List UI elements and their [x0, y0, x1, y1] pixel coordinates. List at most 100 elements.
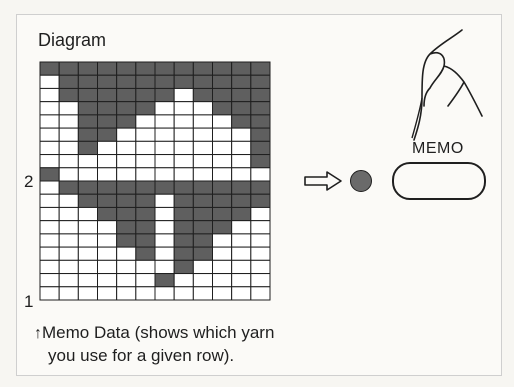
grid-cell-filled — [39, 167, 60, 182]
grid-cell-filled — [231, 61, 252, 76]
grid-cell-filled — [116, 220, 137, 235]
grid-cell-empty — [250, 273, 271, 288]
grid-cell-empty — [39, 140, 60, 156]
grid-cell-filled — [212, 61, 233, 76]
memo-indicator-lamp — [350, 170, 372, 192]
grid-cell-empty — [58, 140, 79, 156]
grid-cell-filled — [192, 233, 213, 248]
grid-cell-empty — [116, 259, 137, 275]
grid-cell-empty — [58, 220, 79, 235]
grid-cell-filled — [192, 74, 213, 89]
grid-cell-empty — [250, 206, 271, 222]
grid-cell-empty — [212, 154, 233, 169]
grid-cell-filled — [250, 154, 271, 169]
grid-cell-empty — [154, 101, 175, 116]
grid-cell-empty — [77, 273, 98, 288]
grid-cell-empty — [231, 259, 252, 275]
grid-cell-empty — [58, 233, 79, 248]
grid-cell-empty — [212, 140, 233, 156]
grid-cell-empty — [212, 273, 233, 288]
grid-cell-empty — [58, 154, 79, 169]
grid-cell-empty — [173, 87, 194, 103]
grid-cell-filled — [231, 180, 252, 195]
grid-cell-empty — [77, 246, 98, 261]
grid-cell-filled — [250, 74, 271, 89]
grid-cell-empty — [250, 246, 271, 261]
grid-cell-filled — [250, 140, 271, 156]
grid-cell-filled — [97, 87, 118, 103]
grid-cell-filled — [212, 220, 233, 235]
row-label-2: 2 — [24, 172, 34, 191]
grid-cell-empty — [97, 167, 118, 182]
grid-cell-empty — [192, 167, 213, 182]
grid-cell-filled — [250, 114, 271, 129]
grid-cell-empty — [154, 286, 175, 301]
grid-cell-empty — [39, 180, 60, 195]
grid-cell-filled — [77, 127, 98, 142]
grid-cell-filled — [116, 74, 137, 89]
grid-cell-filled — [192, 220, 213, 235]
grid-cell-empty — [231, 220, 252, 235]
grid-cell-empty — [39, 246, 60, 261]
grid-cell-empty — [135, 140, 156, 156]
grid-cell-filled — [173, 259, 194, 275]
grid-cell-filled — [154, 74, 175, 89]
grid-cell-filled — [231, 101, 252, 116]
grid-cell-empty — [39, 286, 60, 301]
grid-cell-empty — [58, 286, 79, 301]
grid-cell-filled — [116, 180, 137, 195]
grid-cell-filled — [135, 206, 156, 222]
right-arrow-icon — [304, 171, 342, 191]
grid-cell-filled — [77, 101, 98, 116]
grid-cell-empty — [135, 259, 156, 275]
grid-cell-empty — [77, 154, 98, 169]
grid-cell-empty — [116, 167, 137, 182]
grid-cell-empty — [97, 140, 118, 156]
grid-cell-filled — [77, 140, 98, 156]
grid-cell-filled — [231, 87, 252, 103]
grid-cell-empty — [250, 233, 271, 248]
grid-cell-filled — [77, 193, 98, 208]
memo-button[interactable] — [392, 162, 486, 200]
grid-cell-empty — [39, 220, 60, 235]
grid-cell-filled — [231, 74, 252, 89]
memo-button-label: MEMO — [412, 140, 464, 157]
grid-cell-empty — [212, 114, 233, 129]
pattern-grid — [39, 61, 271, 301]
grid-cell-filled — [135, 246, 156, 261]
grid-cell-filled — [212, 74, 233, 89]
grid-cell-empty — [97, 259, 118, 275]
grid-cell-filled — [97, 101, 118, 116]
grid-cell-filled — [173, 193, 194, 208]
grid-cell-filled — [192, 246, 213, 261]
grid-cell-filled — [212, 193, 233, 208]
grid-cell-empty — [154, 206, 175, 222]
grid-cell-filled — [250, 101, 271, 116]
grid-cell-empty — [116, 154, 137, 169]
grid-cell-filled — [58, 180, 79, 195]
grid-cell-empty — [58, 206, 79, 222]
grid-cell-empty — [250, 286, 271, 301]
grid-cell-empty — [135, 286, 156, 301]
grid-cell-filled — [116, 114, 137, 129]
grid-cell-empty — [250, 220, 271, 235]
grid-cell-filled — [97, 61, 118, 76]
grid-cell-filled — [250, 193, 271, 208]
grid-cell-empty — [135, 273, 156, 288]
grid-cell-empty — [212, 167, 233, 182]
grid-cell-empty — [192, 286, 213, 301]
grid-cell-filled — [231, 114, 252, 129]
grid-cell-empty — [192, 140, 213, 156]
grid-cell-filled — [154, 273, 175, 288]
grid-cell-empty — [173, 140, 194, 156]
grid-cell-empty — [39, 259, 60, 275]
grid-cell-filled — [58, 87, 79, 103]
grid-cell-empty — [77, 233, 98, 248]
grid-cell-empty — [58, 127, 79, 142]
grid-cell-filled — [58, 61, 79, 76]
grid-cell-filled — [231, 206, 252, 222]
grid-cell-empty — [58, 273, 79, 288]
grid-cell-empty — [39, 87, 60, 103]
grid-cell-filled — [135, 233, 156, 248]
grid-cell-filled — [116, 101, 137, 116]
